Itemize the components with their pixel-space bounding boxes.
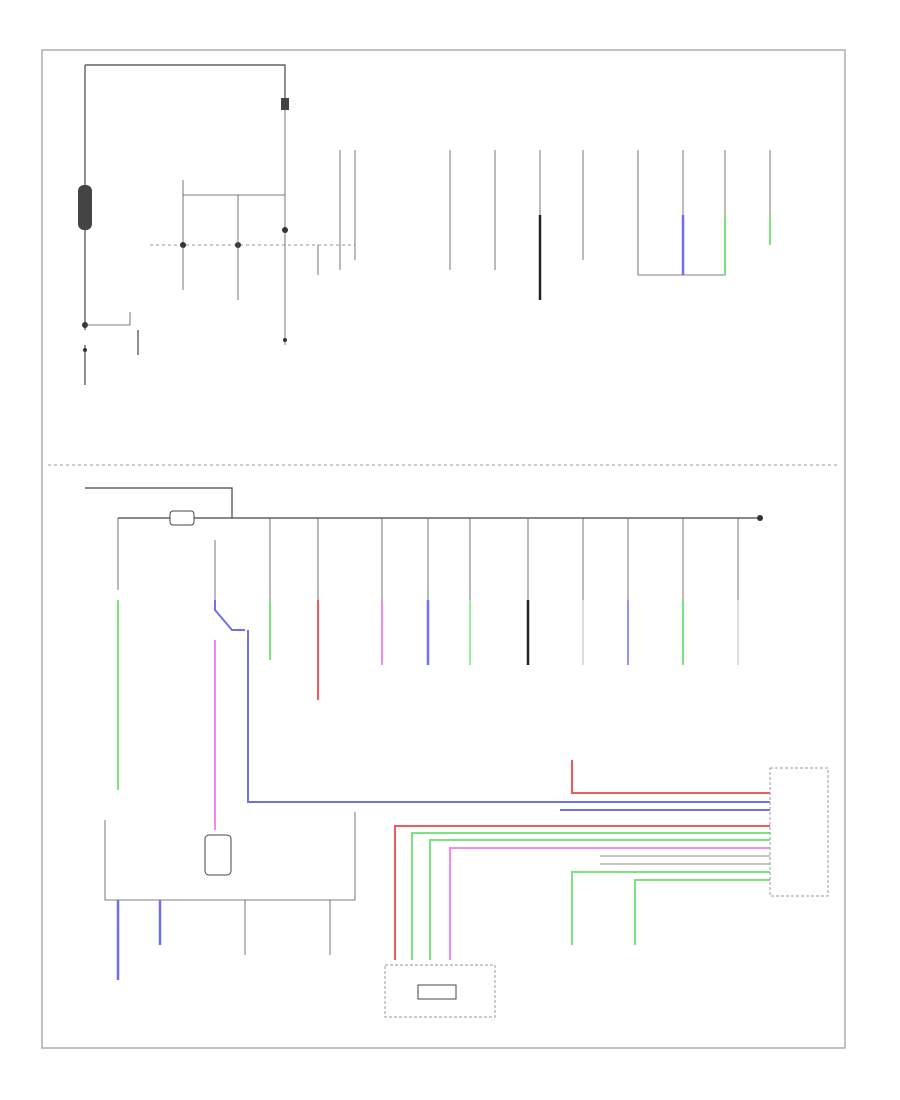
connector-block	[769, 767, 829, 897]
wire-blue-4	[247, 630, 770, 803]
switch-box	[384, 964, 496, 1018]
wire-pink-3	[449, 847, 770, 960]
branch-fuse-drops	[117, 518, 739, 600]
top-section	[78, 64, 771, 385]
wire-blue-switch	[214, 600, 245, 631]
fuse-terminal	[283, 338, 287, 342]
battery-branch-wire	[85, 312, 131, 326]
wire-green-9	[571, 871, 770, 945]
ground-return-wire	[104, 812, 356, 901]
wire-green-8	[429, 839, 770, 960]
diagram-frame	[41, 49, 846, 1049]
top-bus-wire	[85, 64, 286, 105]
wire-green-7	[411, 832, 770, 960]
fuse-column-3-4	[637, 150, 726, 276]
ground-drop-wires	[244, 900, 331, 955]
meter-component-icon	[204, 834, 232, 876]
main-feed-wire	[85, 487, 233, 518]
bottom-section	[85, 487, 829, 1018]
wire-red-3	[394, 825, 770, 960]
relay-side-wires	[317, 150, 356, 275]
fuse-junction	[282, 227, 288, 233]
ground-terminal-dot	[83, 348, 87, 352]
relay-block-wires	[182, 180, 285, 245]
fusible-link-icon	[78, 185, 92, 230]
main-fuse-icon-2	[169, 510, 195, 526]
wire-green-10	[634, 879, 770, 945]
main-fuse-icon	[281, 98, 289, 110]
wire-red-2	[571, 760, 770, 794]
fuse-group-separators	[449, 150, 496, 270]
switch-component-icon	[417, 984, 457, 1000]
bus-end-terminal	[757, 515, 763, 521]
